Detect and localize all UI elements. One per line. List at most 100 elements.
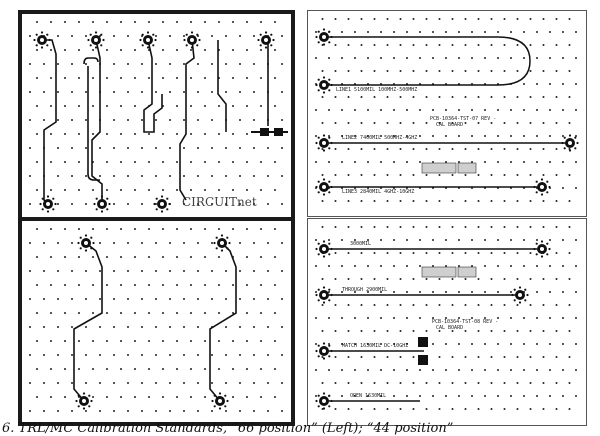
via-dot	[246, 256, 248, 258]
via-dot	[529, 122, 532, 124]
via-dot	[43, 410, 45, 412]
via-dot	[211, 382, 213, 384]
via-dot	[451, 18, 454, 20]
via-dot	[239, 147, 241, 149]
via-dot	[399, 96, 402, 98]
via-dot	[321, 356, 324, 358]
via-dot	[510, 369, 512, 371]
trace-7	[265, 39, 269, 126]
via-dot	[176, 21, 178, 23]
via-dot	[43, 63, 45, 65]
via-dot	[106, 21, 108, 23]
via-dot	[354, 291, 356, 293]
via-dot	[162, 133, 164, 135]
via-dot	[78, 368, 80, 370]
via-dot	[542, 304, 545, 306]
via-dot	[412, 200, 415, 202]
via-dot	[162, 161, 164, 163]
via-dot	[484, 57, 486, 59]
via-dot	[516, 278, 519, 280]
left-bottom-calibration-board	[18, 221, 295, 426]
via-dot	[484, 239, 486, 241]
via-dot	[419, 161, 421, 163]
via-dot	[412, 226, 415, 228]
via-dot	[380, 135, 382, 137]
via-dot	[64, 189, 66, 191]
via-dot	[425, 408, 428, 410]
via-dot	[516, 226, 519, 228]
via-dot	[64, 77, 66, 79]
via-dot	[29, 175, 31, 177]
via-dot	[267, 147, 269, 149]
via-dot	[490, 18, 493, 20]
via-dot	[529, 304, 532, 306]
via-dot	[106, 189, 108, 191]
via-dot	[523, 317, 525, 319]
via-dot	[458, 291, 460, 293]
via-dot	[516, 408, 519, 410]
via-dot	[406, 57, 408, 59]
via-dot	[503, 278, 506, 280]
pcb-marking-group	[421, 162, 477, 174]
via-dot	[190, 312, 192, 314]
via-dot	[50, 256, 52, 258]
via-dot	[71, 203, 73, 205]
via-dot	[549, 161, 551, 163]
via-dot	[367, 161, 369, 163]
via-dot	[438, 44, 441, 46]
via-dot	[347, 356, 350, 358]
via-dot	[464, 226, 467, 228]
via-dot	[380, 265, 382, 267]
via-dot	[529, 18, 532, 20]
via-dot	[373, 96, 376, 98]
via-dot	[471, 109, 473, 111]
via-dot	[71, 63, 73, 65]
via-dot	[43, 119, 45, 121]
via-dot	[562, 109, 564, 111]
via-dot	[232, 133, 234, 135]
via-dot	[412, 252, 415, 254]
via-dot	[197, 298, 199, 300]
via-dot	[354, 239, 356, 241]
connector-pad	[139, 31, 157, 49]
via-dot	[386, 304, 389, 306]
via-dot	[575, 187, 577, 189]
via-dot	[510, 31, 512, 33]
via-dot	[458, 109, 460, 111]
via-dot	[458, 239, 460, 241]
via-dot	[36, 49, 38, 51]
via-dot	[29, 242, 31, 244]
via-dot	[536, 239, 538, 241]
via-dot	[155, 242, 157, 244]
via-dot	[141, 382, 143, 384]
via-dot	[497, 161, 499, 163]
via-dot	[113, 203, 115, 205]
via-dot	[232, 340, 234, 342]
via-dot	[225, 298, 227, 300]
via-dot	[477, 278, 480, 280]
via-dot	[484, 317, 486, 319]
via-dot	[477, 70, 480, 72]
via-dot	[477, 226, 480, 228]
via-dot	[50, 77, 52, 79]
via-dot	[64, 396, 66, 398]
via-dot	[458, 317, 460, 319]
via-dot	[516, 252, 519, 254]
via-dot	[281, 382, 283, 384]
via-dot	[218, 161, 220, 163]
via-dot	[380, 395, 382, 397]
via-dot	[477, 44, 480, 46]
via-dot	[36, 77, 38, 79]
via-dot	[464, 70, 467, 72]
via-dot	[367, 265, 369, 267]
trace-2	[91, 39, 103, 204]
via-dot	[29, 382, 31, 384]
via-dot	[445, 31, 447, 33]
via-dot	[204, 49, 206, 51]
via-dot	[50, 105, 52, 107]
via-dot	[542, 382, 545, 384]
via-dot	[406, 109, 408, 111]
via-dot	[503, 96, 506, 98]
via-dot	[490, 278, 493, 280]
via-dot	[267, 175, 269, 177]
